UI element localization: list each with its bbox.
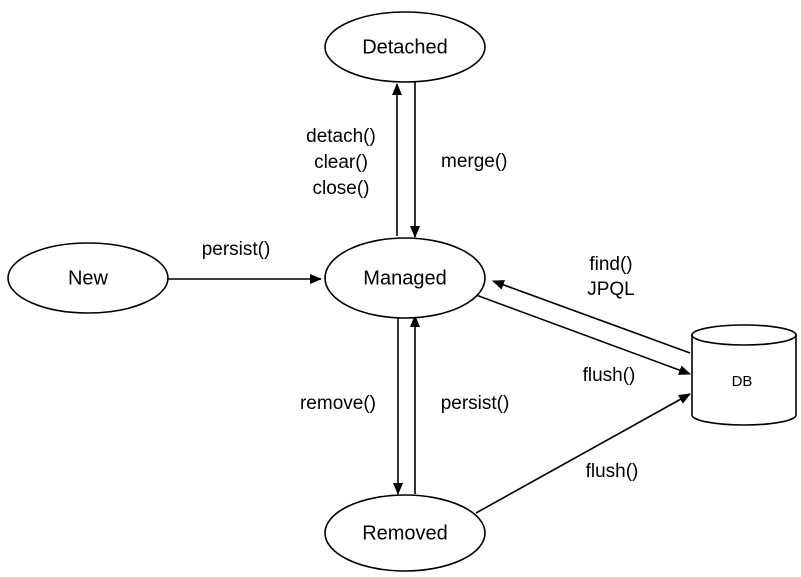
edge-persist-new-label: persist() <box>202 239 271 260</box>
edge-persist-removed-label: persist() <box>441 393 510 414</box>
node-detached-label: Detached <box>362 36 448 58</box>
edge-detach-label-2: clear() <box>314 152 368 173</box>
edge-find-label-2: JPQL <box>587 279 635 300</box>
edge-detach-labels: detach() clear() close() <box>306 126 376 199</box>
edge-find <box>492 280 691 354</box>
node-removed-label: Removed <box>362 522 448 544</box>
edge-find-labels: find() JPQL <box>587 254 635 300</box>
node-db-label: DB <box>732 373 753 390</box>
node-removed: Removed <box>324 494 486 572</box>
edge-merge-label: merge() <box>441 151 508 172</box>
edge-flush-removed-label: flush() <box>586 461 639 482</box>
node-new: New <box>7 242 169 314</box>
edge-flush-managed <box>475 294 691 375</box>
edge-find-label-1: find() <box>589 254 632 275</box>
node-managed: Managed <box>324 237 486 319</box>
node-new-label: New <box>68 267 109 289</box>
edge-remove-label: remove() <box>300 393 376 414</box>
edge-detach-label-1: detach() <box>306 126 376 147</box>
node-db: DB <box>691 324 797 426</box>
edge-flush-removed <box>475 393 691 514</box>
node-managed-label: Managed <box>363 267 446 289</box>
edge-flush-managed-label: flush() <box>583 365 636 386</box>
edge-detach-label-3: close() <box>312 178 369 199</box>
node-detached: Detached <box>324 11 486 83</box>
